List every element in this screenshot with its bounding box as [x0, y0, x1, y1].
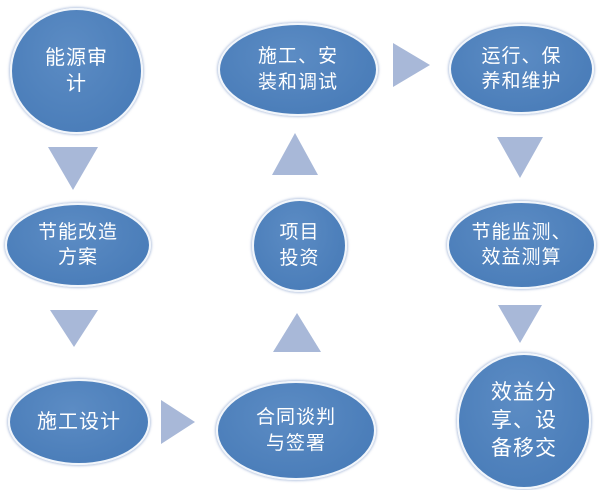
node-retrofit-plan: 节能改造 方案 — [5, 203, 151, 287]
node-construction-installation-label: 施工、安 装和调试 — [257, 46, 338, 93]
node-energy-audit-label: 能源审 计 — [45, 46, 108, 95]
arrow-up-icon-project-investment-to-construction-installation — [272, 133, 318, 175]
arrow-right-icon-construction-design-to-contract-negotiation — [161, 400, 195, 444]
arrow-down-icon-operation-maintenance-to-monitoring-measurement — [497, 137, 543, 178]
arrow-down-icon-monitoring-measurement-to-benefit-sharing — [498, 305, 542, 343]
arrow-up-icon-contract-negotiation-to-project-investment — [273, 313, 321, 352]
node-contract-negotiation-label: 合同谈判 与签署 — [255, 407, 336, 454]
node-benefit-sharing: 效益分 享、设 备移交 — [457, 353, 591, 489]
node-construction-installation: 施工、安 装和调试 — [218, 23, 378, 116]
arrow-right-icon-construction-installation-to-operation-maintenance — [393, 43, 430, 87]
node-operation-maintenance-label: 运行、保 养和维护 — [481, 45, 562, 92]
node-contract-negotiation: 合同谈判 与签署 — [216, 381, 376, 480]
node-construction-design-label: 施工设计 — [37, 410, 121, 433]
node-monitoring-measurement-label: 节能监测、 效益测算 — [471, 221, 572, 268]
node-project-investment-label: 项目 投资 — [279, 222, 320, 269]
node-operation-maintenance: 运行、保 养和维护 — [449, 24, 594, 114]
node-benefit-sharing-label: 效益分 享、设 备移交 — [491, 380, 557, 460]
node-construction-design: 施工设计 — [8, 379, 150, 465]
arrow-down-icon-energy-audit-to-retrofit-plan — [48, 147, 98, 190]
node-energy-audit: 能源审 计 — [10, 8, 143, 134]
node-retrofit-plan-label: 节能改造 方案 — [37, 221, 118, 268]
arrow-down-icon-retrofit-plan-to-construction-design — [50, 310, 98, 347]
node-monitoring-measurement: 节能监测、 效益测算 — [447, 201, 596, 289]
node-project-investment: 项目 投资 — [252, 199, 347, 292]
